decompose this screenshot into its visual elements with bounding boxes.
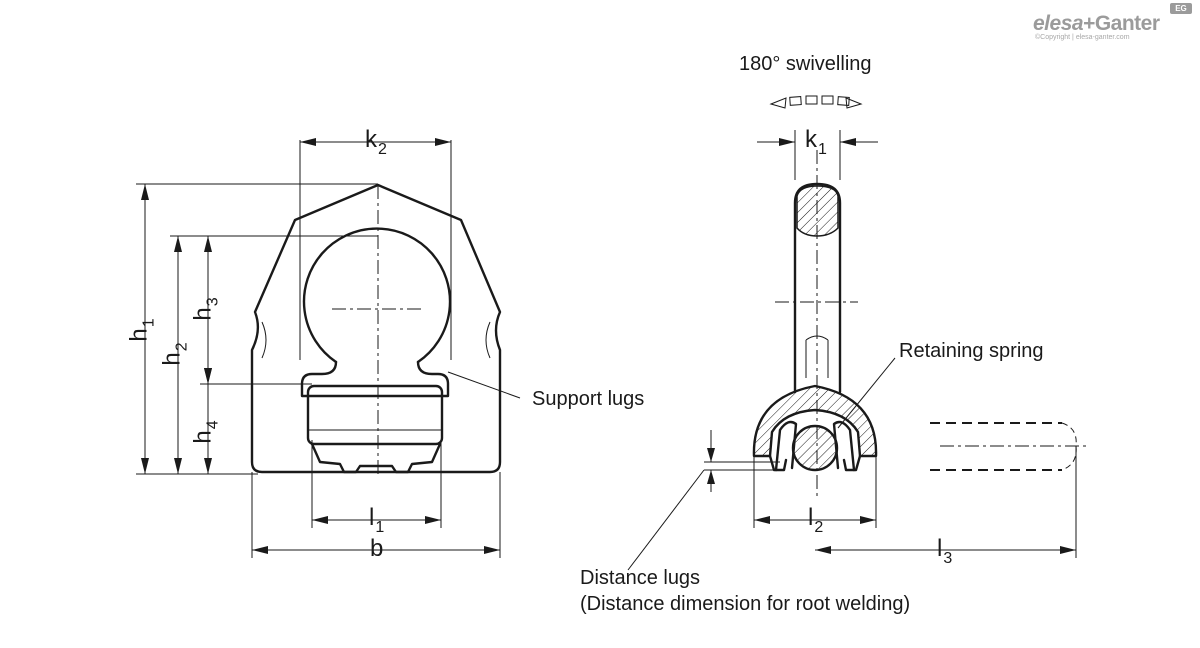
retaining-spring-leader [837,357,896,429]
dim-label-h2: h2 [158,342,191,366]
brand-copyright: ©Copyright | elesa-ganter.com [1035,34,1130,41]
brand-logo: elesa+Ganter EG ©Copyright | elesa-gante… [1033,3,1192,41]
dim-label-l3: l3 [937,535,953,567]
pin-section [791,424,839,472]
left-groove [261,321,267,359]
dim-label-h1: h1 [125,318,158,342]
dim-label-b: b [370,535,384,562]
support-lugs-label: Support lugs [532,388,645,410]
support-lugs [300,360,450,398]
side-view [627,95,1088,571]
bottom-lugs [310,442,442,474]
cradle-section-hatch [752,384,878,458]
brand-badge: EG [1170,3,1192,14]
dim-label-k1: k1 [805,126,827,158]
base-block [306,384,444,446]
distance-lugs-label: Distance lugs [580,567,701,589]
distance-note-label: (Distance dimension for root welding) [580,593,911,615]
brand-name-part1: elesa [1033,12,1084,35]
swivel-label: 180° swivelling [739,53,872,75]
dim-label-l1: l1 [369,504,385,536]
right-groove [485,321,491,359]
dim-label-h3: h3 [189,297,222,321]
retaining-spring-label: Retaining spring [899,340,1044,362]
front-view [136,138,521,558]
front-body-outline [250,183,502,474]
dim-label-l2: l2 [808,504,824,536]
distance-lugs-leader [627,469,705,571]
dim-label-k2: k2 [365,126,387,158]
support-lugs-leader [447,371,521,399]
lifting-ring [302,227,452,364]
distance-lug-right [842,454,862,472]
brand-name-part2: +Ganter [1083,12,1160,35]
weld-rod-phantom [930,422,1088,471]
swivel-arrows-icon [769,95,863,109]
retaining-spring-left [774,420,798,472]
dim-label-h4: h4 [189,420,222,444]
